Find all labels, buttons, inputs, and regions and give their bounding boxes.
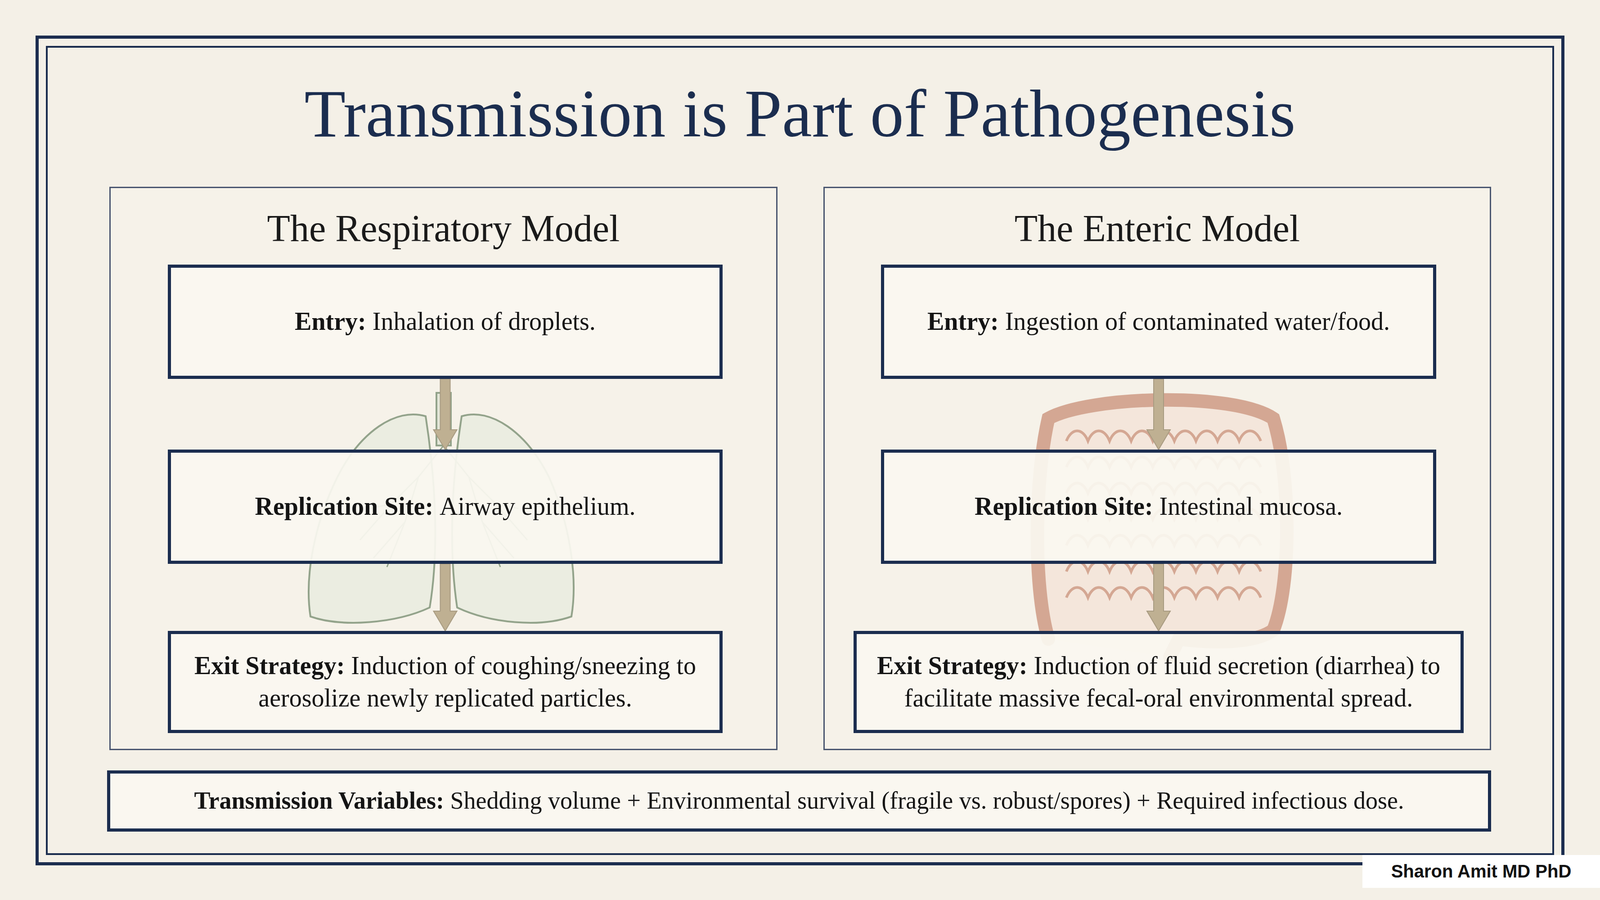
box-body: Ingestion of contaminated water/food. [1005, 307, 1390, 336]
step-box: Exit Strategy:Induction of fluid secreti… [853, 630, 1464, 733]
box-lead: Replication Site: [974, 492, 1154, 521]
box-lead: Entry: [294, 307, 367, 336]
box-lead: Exit Strategy: [194, 651, 345, 680]
step-box: Exit Strategy:Induction of coughing/snee… [167, 630, 723, 733]
panel-heading: The Enteric Model [824, 206, 1490, 251]
step-box: Entry:Inhalation of droplets. [167, 264, 723, 379]
box-lead: Transmission Variables: [193, 786, 445, 814]
box-text: Entry:Inhalation of droplets. [294, 305, 596, 338]
box-text: Transmission Variables:Shedding volume +… [193, 785, 1404, 817]
variables-band: Transmission Variables:Shedding volume +… [107, 770, 1492, 832]
model-panel: The Respiratory ModelEntry:Inhalation of… [109, 186, 778, 751]
box-lead: Entry: [927, 307, 999, 336]
box-lead: Exit Strategy: [876, 651, 1028, 680]
box-text: Replication Site:Intestinal mucosa. [974, 490, 1343, 523]
box-text: Replication Site:Airway epithelium. [254, 490, 636, 523]
box-text: Exit Strategy:Induction of fluid secreti… [874, 649, 1443, 715]
diagram-title: Transmission is Part of Pathogenesis [0, 76, 1600, 151]
box-body: Inhalation of droplets. [372, 307, 596, 336]
box-text: Exit Strategy:Induction of coughing/snee… [188, 649, 702, 715]
step-box: Entry:Ingestion of contaminated water/fo… [880, 264, 1437, 379]
author-credit: Sharon Amit MD PhD [1362, 854, 1600, 888]
panel-heading: The Respiratory Model [110, 206, 777, 251]
box-body: Shedding volume + Environmental survival… [450, 786, 1405, 814]
box-lead: Replication Site: [254, 492, 434, 521]
step-box: Replication Site:Airway epithelium. [167, 449, 723, 564]
box-text: Entry:Ingestion of contaminated water/fo… [927, 305, 1390, 338]
box-body: Airway epithelium. [439, 492, 636, 521]
step-box: Replication Site:Intestinal mucosa. [880, 449, 1437, 564]
model-panel: The Enteric ModelEntry:Ingestion of cont… [823, 186, 1492, 751]
box-body: Intestinal mucosa. [1159, 492, 1343, 521]
